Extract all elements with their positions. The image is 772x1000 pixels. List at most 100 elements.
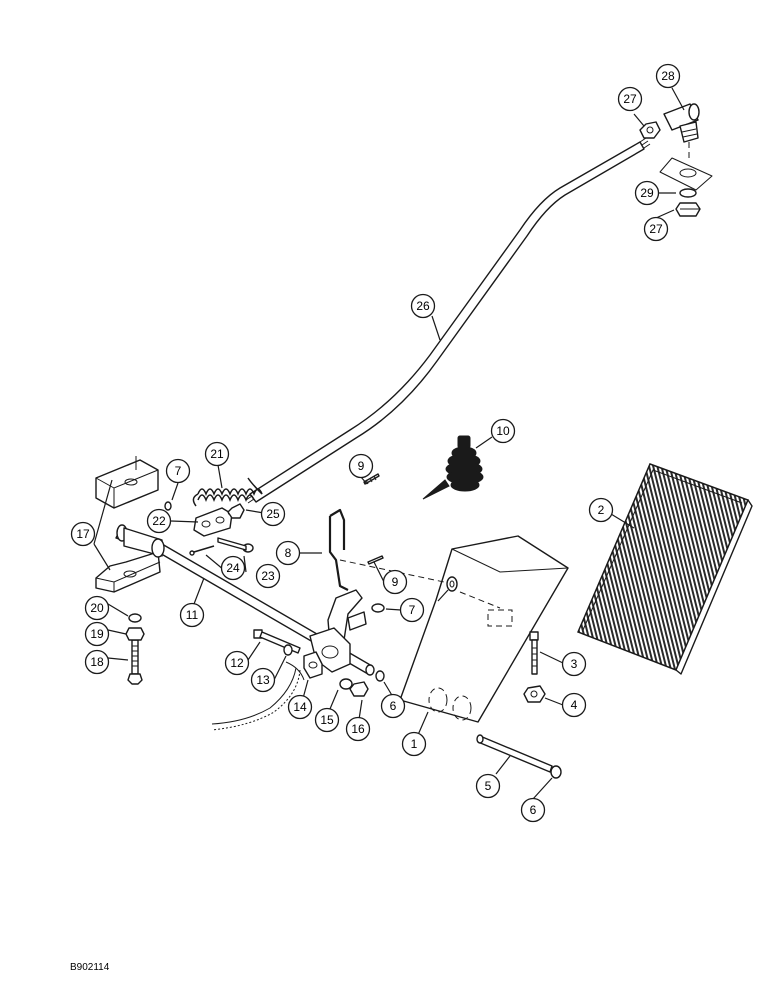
callout-27-lower-label: 27 [649,222,663,236]
washer-15 [339,678,353,690]
bushing-upper [95,456,159,509]
callout-9-upper-label: 9 [358,459,365,473]
nut-25 [227,503,245,519]
callout-2: 2 [588,497,614,523]
washer-and-nut-lower [675,188,701,217]
callout-28-label: 28 [661,69,675,83]
nut-19 [125,627,145,641]
callout-27-lower: 27 [643,216,669,242]
callout-25-label: 25 [266,507,280,521]
callout-13: 13 [250,667,276,693]
spring-21 [192,477,263,507]
callout-14: 14 [287,694,313,720]
callout-12-label: 12 [230,656,244,670]
callout-21-label: 21 [210,447,224,461]
callout-6-lower-label: 6 [530,803,537,817]
callout-3: 3 [561,651,587,677]
pedal-pad [577,463,753,675]
callout-1: 1 [401,731,427,757]
pin-9-upper [363,473,380,485]
bolt-18 [127,639,143,685]
rubber-boot [422,435,484,500]
callout-19: 19 [84,621,110,647]
callout-5-label: 5 [485,779,492,793]
pin-9-lower [367,555,384,565]
callout-2-label: 2 [598,503,605,517]
callout-18: 18 [84,649,110,675]
callout-7-upper-label: 7 [175,464,182,478]
callout-26-label: 26 [416,299,430,313]
washer-20 [128,613,142,623]
callout-21: 21 [204,441,230,467]
callout-4: 4 [561,692,587,718]
callout-3-label: 3 [571,657,578,671]
callout-10-label: 10 [496,424,510,438]
callout-17-label: 17 [76,527,90,541]
washer-13 [283,644,293,656]
figure-id: B902114 [70,962,110,973]
callout-23: 23 [255,563,281,589]
callout-20-label: 20 [90,601,104,615]
callout-8: 8 [275,540,301,566]
callout-27-top-label: 27 [623,92,637,106]
callout-4-label: 4 [571,698,578,712]
callout-1-label: 1 [411,737,418,751]
callout-8-label: 8 [285,546,292,560]
bushing-lower [95,551,161,593]
callout-7-mid: 7 [399,597,425,623]
bolt-12 [253,629,301,654]
nut-4 [523,685,546,703]
clamp-block [303,651,323,679]
throttle-rod [245,137,651,504]
callout-12: 12 [224,650,250,676]
nut-top [639,121,661,139]
callout-29-label: 29 [640,186,654,200]
callout-13-label: 13 [256,673,270,687]
callout-23-label: 23 [261,569,275,583]
callout-20: 20 [84,595,110,621]
washer-7-mid [371,603,385,613]
callout-22: 22 [146,508,172,534]
callout-6-shaft-label: 6 [390,699,397,713]
callout-27-top: 27 [617,86,643,112]
clip-6-lower [550,765,562,779]
washer-7-upper [164,501,172,511]
bolt-3 [529,631,539,675]
callout-10: 10 [490,418,516,444]
callout-29: 29 [634,180,660,206]
callout-11: 11 [179,602,205,628]
callout-6-shaft: 6 [380,693,406,719]
cotter-pin-24 [189,545,215,556]
pedal-pin [476,734,553,773]
pedal-plate [399,535,569,723]
washer-7-right [446,576,458,592]
callout-15: 15 [314,707,340,733]
bracket-8 [328,508,349,591]
callout-14-label: 14 [293,700,307,714]
rod-end-joint [659,103,713,191]
callout-25: 25 [260,501,286,527]
cross-shaft [115,524,375,676]
callout-24-label: 24 [226,561,240,575]
callout-7-mid-label: 7 [409,603,416,617]
clevis-pin-23 [217,537,254,553]
callout-22-label: 22 [152,514,166,528]
cable [211,661,305,731]
clip-6-shaft [375,670,385,682]
leader-lines [93,87,685,800]
callout-19-label: 19 [90,627,104,641]
callout-18-label: 18 [90,655,104,669]
callout-16: 16 [345,716,371,742]
callout-5: 5 [475,773,501,799]
callout-28: 28 [655,63,681,89]
callout-16-label: 16 [351,722,365,736]
callout-7-upper: 7 [165,458,191,484]
callout-11-label: 11 [186,608,199,622]
callout-24: 24 [220,555,246,581]
callout-17: 17 [70,521,96,547]
callout-9-lower-label: 9 [392,575,399,589]
nut-16 [349,681,369,697]
callout-15-label: 15 [320,713,334,727]
callout-26: 26 [410,293,436,319]
